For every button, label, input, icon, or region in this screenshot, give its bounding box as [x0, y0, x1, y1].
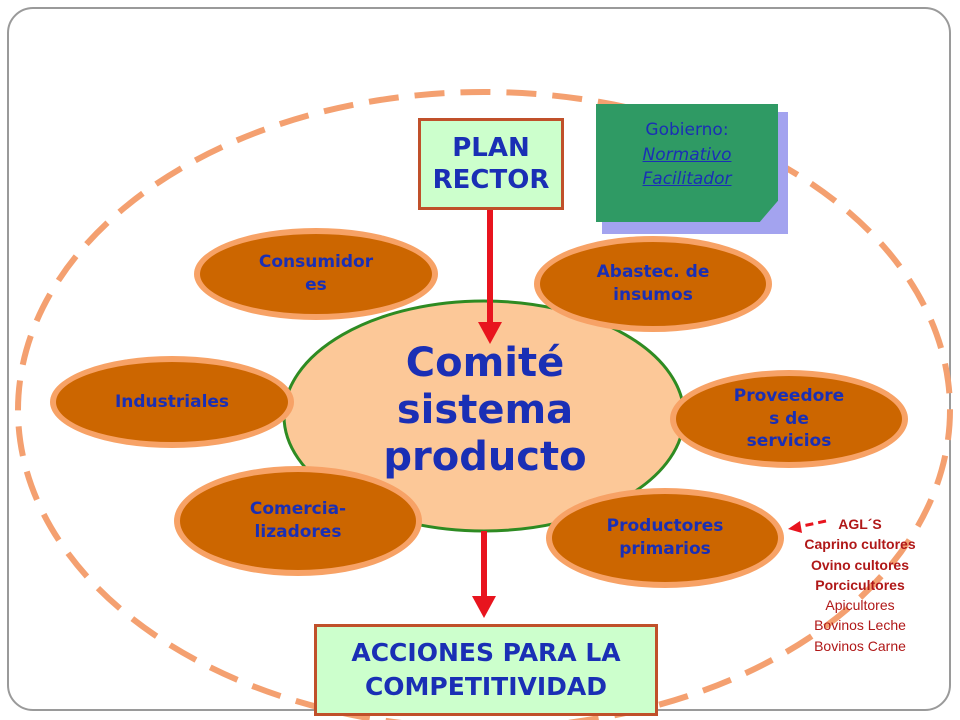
abastec-line1: Abastec. de: [596, 262, 710, 283]
center-line2: sistema: [396, 387, 574, 434]
acciones-line1: ACCIONES PARA LA: [351, 638, 621, 668]
productores-line2: primarios: [619, 539, 711, 559]
agls-item-ovino: Ovino cultores: [810, 556, 910, 573]
consumidores-line1: Consumidor: [258, 252, 374, 273]
proveedores-line2: s de: [769, 408, 809, 429]
abastec-line2: insumos: [613, 285, 693, 305]
gobierno-facilitador: Facilitador: [642, 169, 732, 190]
gobierno-normativo: Normativo: [642, 144, 732, 165]
plan-rector-line1: PLAN: [452, 132, 530, 163]
comercializadores-line2: lizadores: [254, 522, 342, 542]
proveedores-line3: servicios: [746, 431, 832, 452]
actor-industriales: Industriales: [50, 356, 294, 448]
consumidores-line2: es: [305, 275, 327, 295]
agls-item-porcicultores: Porcicultores: [815, 576, 905, 593]
industriales-line1: Industriales: [114, 391, 230, 412]
proveedores-line1: Proveedore: [733, 385, 845, 406]
gobierno-note: Gobierno: Normativo Facilitador: [596, 104, 778, 222]
agls-list: AGL´S Caprino cultores Ovino cultores Po…: [780, 514, 940, 656]
agls-item-caprino: Caprino cultores: [804, 536, 916, 553]
actor-productores-primarios: Productores primarios: [546, 488, 784, 588]
acciones-line2: COMPETITIVIDAD: [364, 672, 608, 701]
acciones-competitividad-box: ACCIONES PARA LA COMPETITIVIDAD: [314, 624, 658, 716]
agls-item-bovinos-leche: Bovinos Leche: [814, 617, 906, 634]
arrow-center-to-acciones-head: [472, 596, 496, 618]
actor-abastec-insumos: Abastec. de insumos: [534, 236, 772, 332]
gobierno-title: Gobierno:: [645, 120, 729, 140]
comercializadores-line1: Comercia-: [249, 499, 347, 520]
outer-dashed-ellipse: [15, 89, 953, 720]
comite-sistema-producto: Comité sistema producto: [330, 340, 640, 482]
actor-consumidores: Consumidor es: [194, 228, 438, 320]
plan-rector-box: PLAN RECTOR: [418, 118, 564, 210]
agls-item-bovinos-carne: Bovinos Carne: [814, 637, 906, 654]
agls-item-apicultores: Apicultores: [825, 597, 895, 614]
agl-pointer-line: [797, 519, 827, 529]
center-line1: Comité: [405, 340, 565, 386]
actor-proveedores: Proveedore s de servicios: [670, 370, 908, 468]
actor-comercializadores: Comercia- lizadores: [174, 466, 422, 576]
plan-rector-line2: RECTOR: [432, 165, 550, 195]
agls-title: AGL´S: [838, 516, 882, 532]
arrow-plan-to-center-head: [478, 322, 502, 344]
center-line3: producto: [383, 434, 587, 481]
agl-pointer-head: [788, 521, 802, 533]
productores-line1: Productores: [606, 516, 724, 537]
